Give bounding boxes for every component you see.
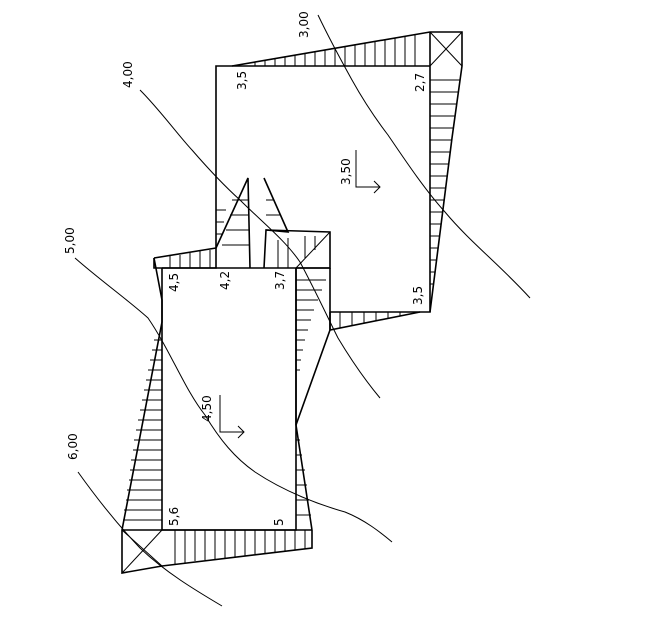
spot-height-3-7: 3,7	[273, 271, 287, 290]
upper-flow-arrow	[355, 150, 380, 188]
upper-bottom-hatch	[339, 312, 401, 328]
contour-lines	[74, 14, 531, 607]
spot-height-3-5-top: 3,5	[235, 71, 249, 90]
lower-top-hatch	[169, 250, 211, 268]
contour-label-4-00: 4,00	[121, 61, 135, 88]
contour-label-3-50: 3,50	[339, 158, 353, 185]
spot-height-5-6: 5,6	[167, 507, 181, 526]
ramp-right-wedge	[265, 229, 331, 269]
lower-flow-arrow	[219, 395, 244, 433]
upper-flow-arrowhead	[373, 180, 381, 194]
spot-height-4-2: 4,2	[218, 271, 232, 290]
corner-diagonal-2	[121, 529, 163, 574]
lower-right-embankment-outer	[295, 268, 331, 426]
upper-left-hatch	[216, 209, 226, 235]
lower-top-embankment-outer	[153, 247, 217, 259]
contour-line-3-00	[317, 14, 531, 299]
ramp-right-spike	[263, 177, 290, 269]
contour-line-5-00	[74, 257, 393, 543]
lower-bottom-hatch	[174, 530, 306, 564]
contour-line-6-00	[77, 471, 223, 607]
contour-label-6-00: 6,00	[66, 433, 80, 460]
lower-left-embankment	[121, 257, 313, 574]
lower-right-embankment	[295, 268, 313, 531]
lower-flow-arrowhead	[237, 425, 245, 439]
contour-label-4-50: 4,50	[200, 395, 214, 422]
lower-right-hatch	[296, 279, 326, 516]
upper-platform: 3,5 2,7 3,5	[215, 31, 463, 331]
lower-platform-outline	[161, 268, 297, 531]
upper-left-embankment	[231, 31, 463, 313]
contour-label-3-00: 3,00	[297, 11, 311, 38]
contour-labels: 6,00 5,00 4,50 4,00 3,50 3,00	[63, 11, 353, 460]
upper-corner-diagonal-2	[429, 31, 463, 67]
spot-height-2-7: 2,7	[413, 73, 427, 92]
lower-top-embankment	[153, 248, 217, 269]
spot-height-5: 5	[272, 518, 286, 526]
ramp-hatch	[222, 199, 316, 268]
lower-left-hatch	[123, 339, 162, 521]
lower-platform: 4,5 4,2 3,7 5,6 5	[121, 247, 331, 574]
spot-height-4-5: 4,5	[167, 273, 181, 292]
ramp-wedge-diagonal	[295, 231, 331, 269]
contour-line-4-00	[139, 89, 381, 399]
spot-height-3-5-bottom: 3,5	[411, 286, 425, 305]
corner-diagonal-1	[121, 529, 163, 567]
upper-bottom-embankment	[329, 311, 421, 331]
ramp-left-spike	[215, 177, 251, 269]
upper-top-hatch	[254, 35, 416, 66]
upper-right-hatch	[430, 79, 460, 285]
contour-label-5-00: 5,00	[63, 227, 77, 254]
connecting-ramp	[215, 177, 331, 269]
